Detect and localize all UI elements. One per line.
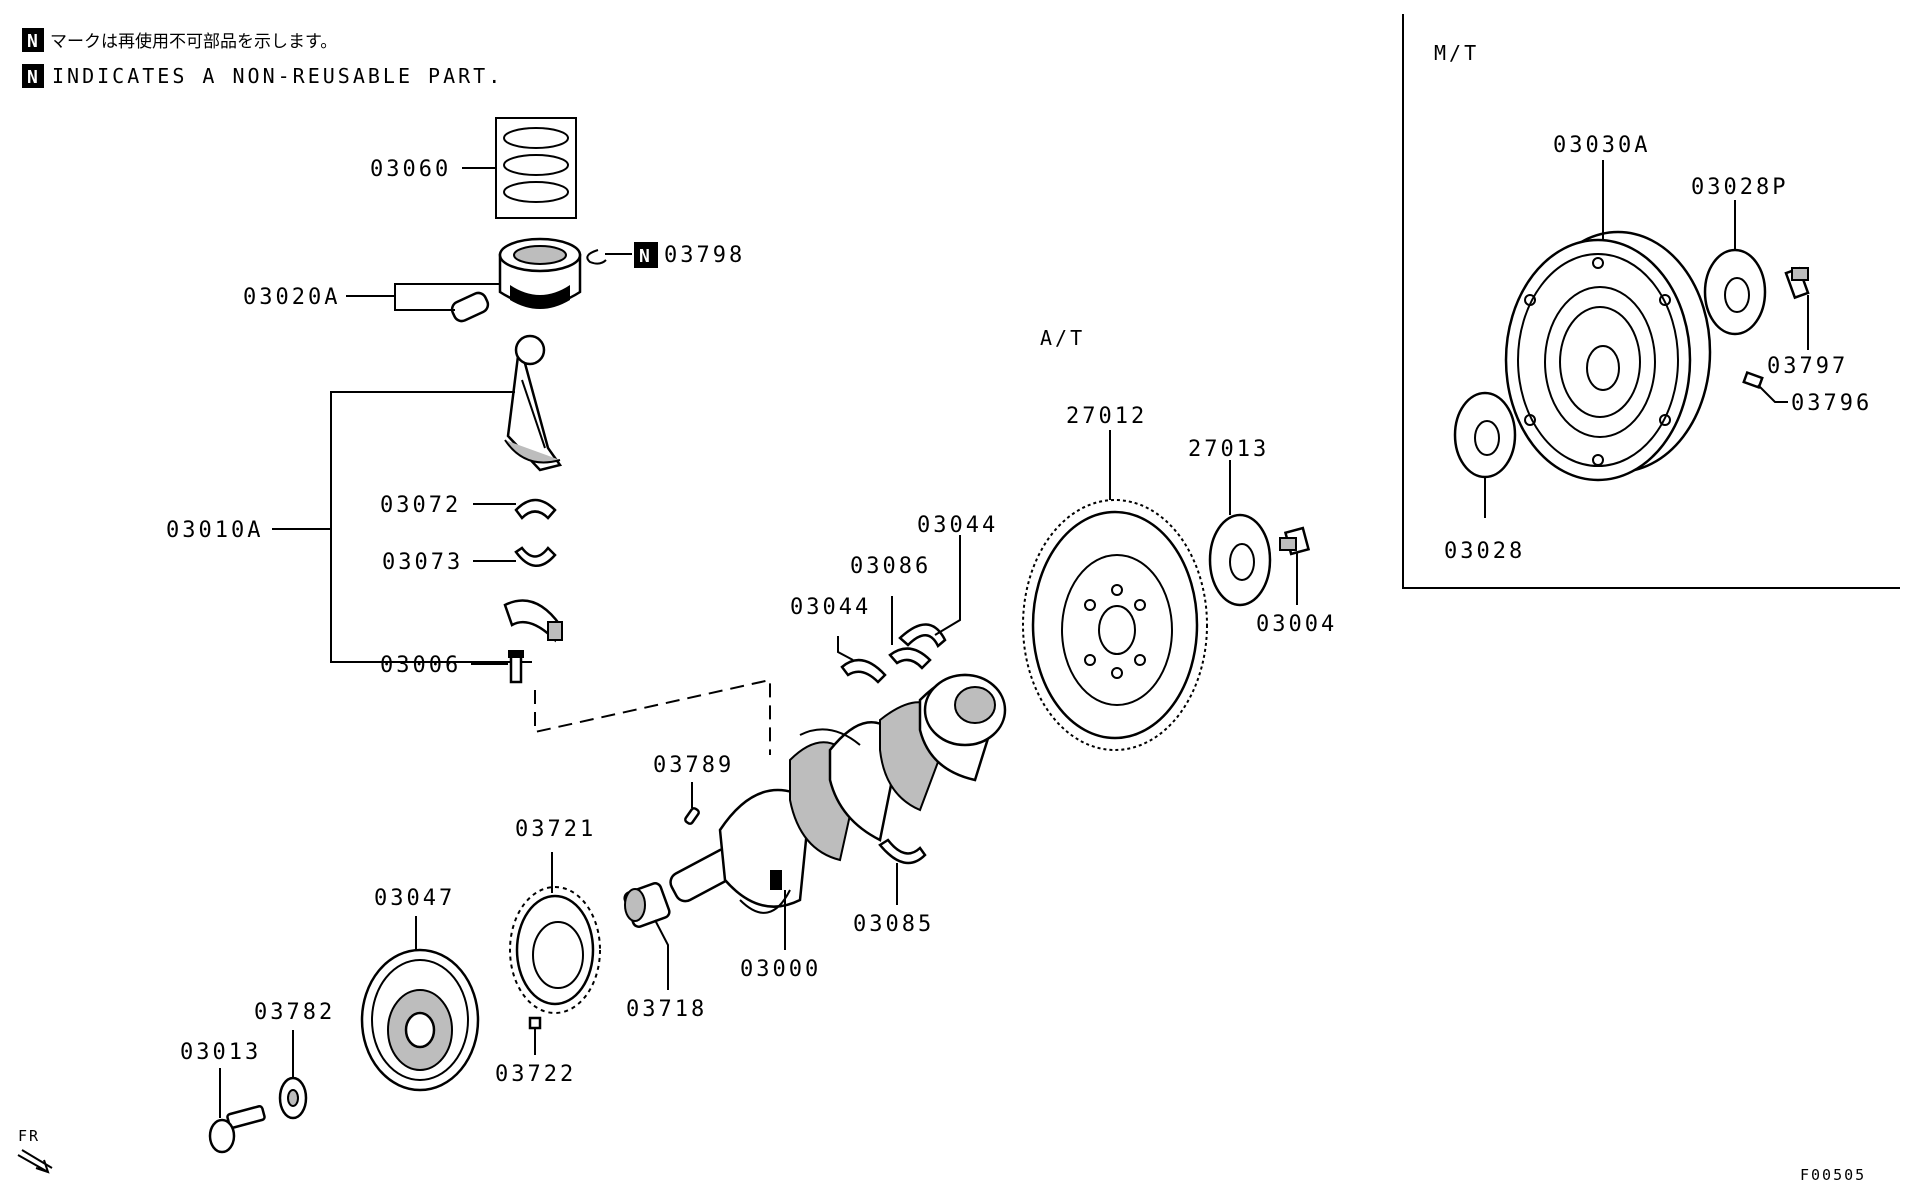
label-03072: 03072 [380, 493, 461, 518]
adapter-plate[interactable] [1208, 513, 1272, 607]
piston-pin[interactable] [449, 290, 490, 323]
rod-cap[interactable] [503, 599, 563, 643]
flywheel-plate-03028[interactable] [1453, 391, 1517, 479]
figure-code: F00505 [1800, 1166, 1866, 1184]
label-03086: 03086 [850, 554, 931, 579]
label-03004: 03004 [1256, 612, 1337, 637]
label-03718: 03718 [626, 997, 707, 1022]
label-03721: 03721 [515, 817, 596, 842]
legend-note-en: INDICATES A NON-REUSABLE PART. [52, 64, 503, 88]
label-03028: 03028 [1444, 539, 1525, 564]
label-03044-right: 03044 [917, 513, 998, 538]
badge-letter: N [27, 67, 38, 88]
label-03020A: 03020A [243, 285, 340, 310]
legend-note-jp: マークは再使用不可部品を示します。 [50, 31, 337, 52]
non-reusable-badge: N [639, 246, 650, 267]
label-03073: 03073 [382, 550, 463, 575]
main-bearing-03086[interactable] [888, 647, 932, 670]
upper-bearing-03072[interactable] [514, 498, 557, 520]
label-03722: 03722 [495, 1062, 576, 1087]
label-03044-left: 03044 [790, 595, 871, 620]
lower-bearing-03073[interactable] [514, 546, 557, 567]
mt-section: M/T [1402, 14, 1900, 589]
mt-section-title: M/T [1434, 41, 1479, 65]
crankshaft[interactable] [667, 673, 1007, 914]
label-03798: 03798 [664, 243, 745, 268]
sprocket-screw[interactable] [528, 1016, 542, 1030]
pulley-bolt[interactable] [208, 1105, 266, 1154]
thrust-washer-03044-right[interactable] [898, 623, 947, 649]
label-03030A: 03030A [1553, 133, 1650, 158]
crank-sprocket-plate[interactable] [509, 886, 601, 1014]
crankshaft-damper-pulley[interactable] [360, 948, 480, 1092]
label-03028P: 03028P [1691, 175, 1788, 200]
label-03085: 03085 [853, 912, 934, 937]
main-bearing-03085[interactable] [878, 838, 927, 865]
crankshaft-sprocket[interactable] [623, 882, 671, 929]
at-section-title: A/T [1040, 326, 1085, 350]
label-27013: 27013 [1188, 437, 1269, 462]
rod-bolt[interactable] [508, 650, 524, 684]
flywheel-plate-03028P[interactable] [1703, 248, 1767, 336]
front-direction-indicator: FR [17, 1127, 53, 1174]
connecting-rod[interactable] [504, 334, 563, 472]
label-03010A: 03010A [166, 518, 263, 543]
label-03013: 03013 [180, 1040, 261, 1065]
drive-plate-ring-gear[interactable] [1022, 499, 1208, 751]
non-reusable-badge [22, 64, 44, 88]
label-03000: 03000 [740, 957, 821, 982]
pulley-washer[interactable] [278, 1076, 308, 1120]
label-03006: 03006 [380, 653, 461, 678]
woodruff-key[interactable] [684, 807, 700, 825]
flywheel-bolt[interactable] [1784, 266, 1810, 300]
direction-label: FR [18, 1127, 40, 1145]
label-03782: 03782 [254, 1000, 335, 1025]
flywheel[interactable] [1504, 230, 1712, 482]
label-03796: 03796 [1791, 391, 1872, 416]
badge-letter: N [27, 31, 38, 52]
label-27012: 27012 [1066, 404, 1147, 429]
thrust-washer-03044-left[interactable] [840, 658, 887, 684]
label-03047: 03047 [374, 886, 455, 911]
label-03797: 03797 [1767, 354, 1848, 379]
piston[interactable] [498, 237, 582, 309]
legend: N マークは再使用不可部品を示します。 N INDICATES A NON-RE… [22, 28, 503, 88]
dowel-pin[interactable] [1742, 370, 1764, 390]
piston-ring-set[interactable] [495, 117, 577, 219]
non-reusable-badge [22, 28, 44, 52]
drive-plate-bolt[interactable] [1279, 526, 1311, 556]
label-03789: 03789 [653, 753, 734, 778]
snap-ring[interactable] [586, 249, 607, 265]
label-03060: 03060 [370, 157, 451, 182]
